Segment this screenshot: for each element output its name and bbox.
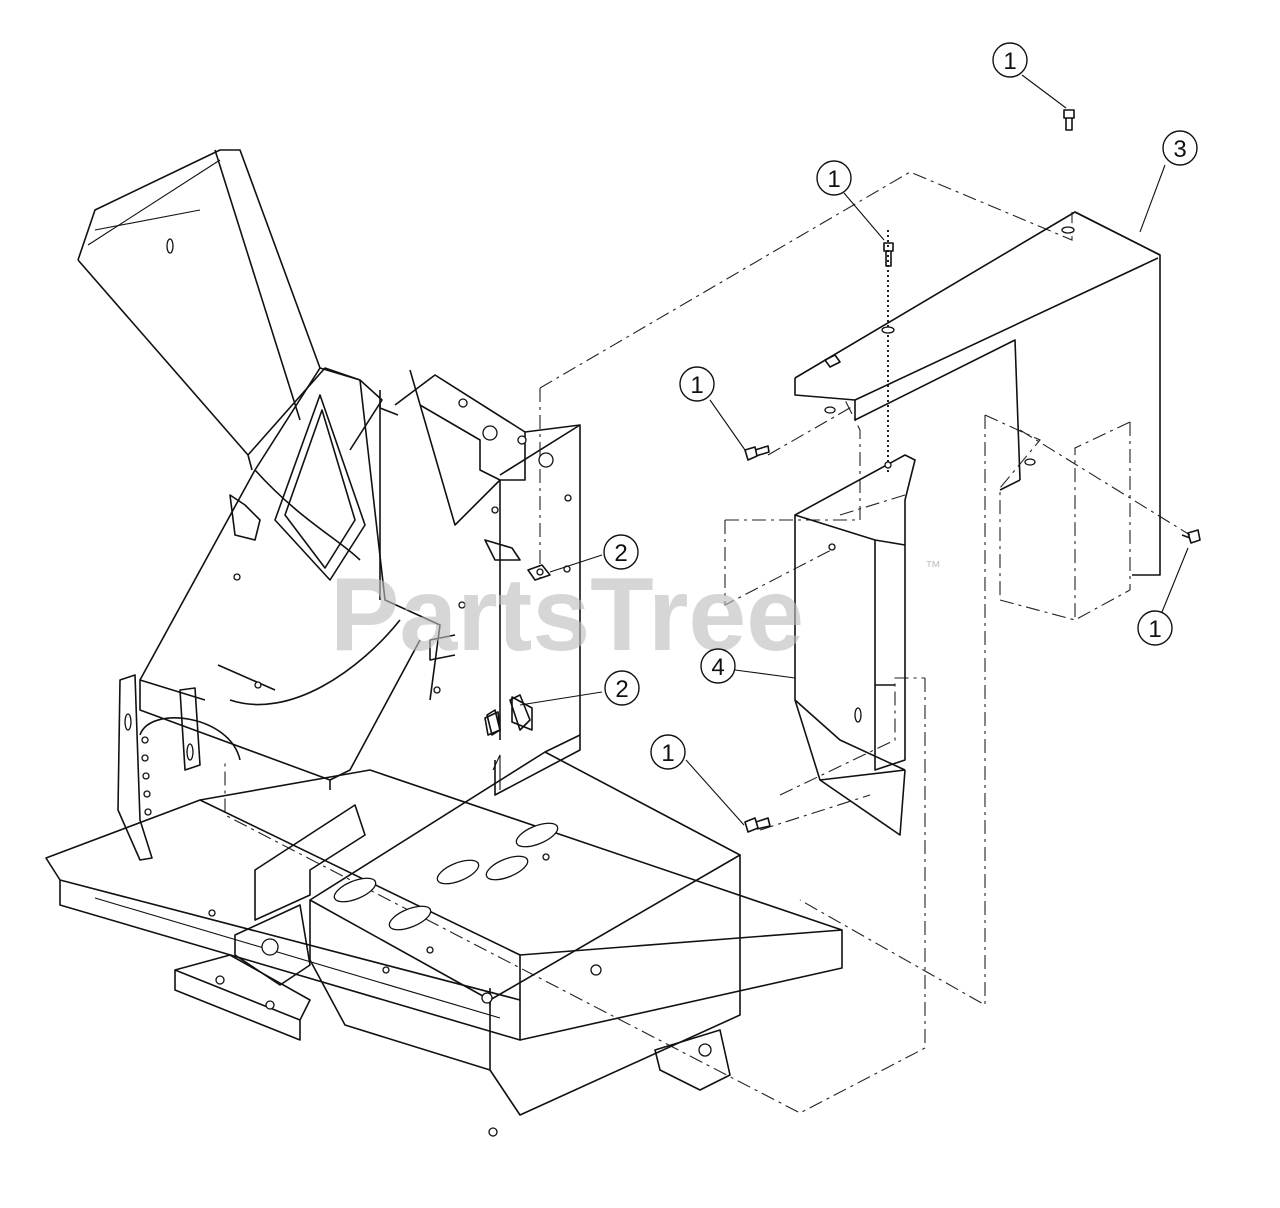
callout-3: 3 [1162, 130, 1198, 166]
callout-1-top: 1 [992, 42, 1028, 78]
callout-4: 4 [700, 648, 736, 684]
base-frame [45, 769, 843, 1137]
left-bracket [117, 674, 241, 861]
callout-2-upper: 2 [603, 534, 639, 570]
bolt-vertical [883, 242, 894, 267]
callout-label: 1 [690, 372, 703, 399]
callout-label: 4 [711, 654, 724, 681]
callout-1-left-bolt: 1 [679, 366, 715, 402]
nut-upper [527, 564, 551, 581]
callout-label: 2 [614, 540, 627, 567]
bolt-left [744, 445, 770, 461]
discharge-chute [77, 149, 421, 790]
chute-window [229, 369, 501, 706]
bolt-top-right [1063, 109, 1075, 131]
hardware [484, 109, 1201, 833]
leader-lines [519, 74, 1189, 826]
watermark-brand: PartsTree [330, 557, 804, 673]
watermark: PartsTree ™ [330, 557, 941, 673]
callout-label: 3 [1173, 136, 1186, 163]
phantom-lines [224, 171, 1191, 1114]
watermark-trademark: ™ [925, 559, 941, 576]
part-4-bracket [794, 454, 916, 836]
nut-lower [484, 696, 533, 736]
callout-label: 1 [827, 166, 840, 193]
bolt-right [1181, 529, 1201, 544]
callout-1-lower-bolt: 1 [650, 734, 686, 770]
callout-1-vertical-bolt: 1 [816, 160, 852, 196]
center-housing [234, 751, 741, 1116]
callout-2-lower: 2 [604, 670, 640, 706]
callout-1-right-bolt: 1 [1137, 610, 1173, 646]
callout-label: 1 [661, 740, 674, 767]
part-3-cover [794, 211, 1161, 576]
rear-housing [379, 374, 581, 796]
callout-label: 2 [615, 676, 628, 703]
callout-label: 1 [1148, 616, 1161, 643]
bolt-lower [744, 817, 771, 833]
callout-label: 1 [1003, 48, 1016, 75]
